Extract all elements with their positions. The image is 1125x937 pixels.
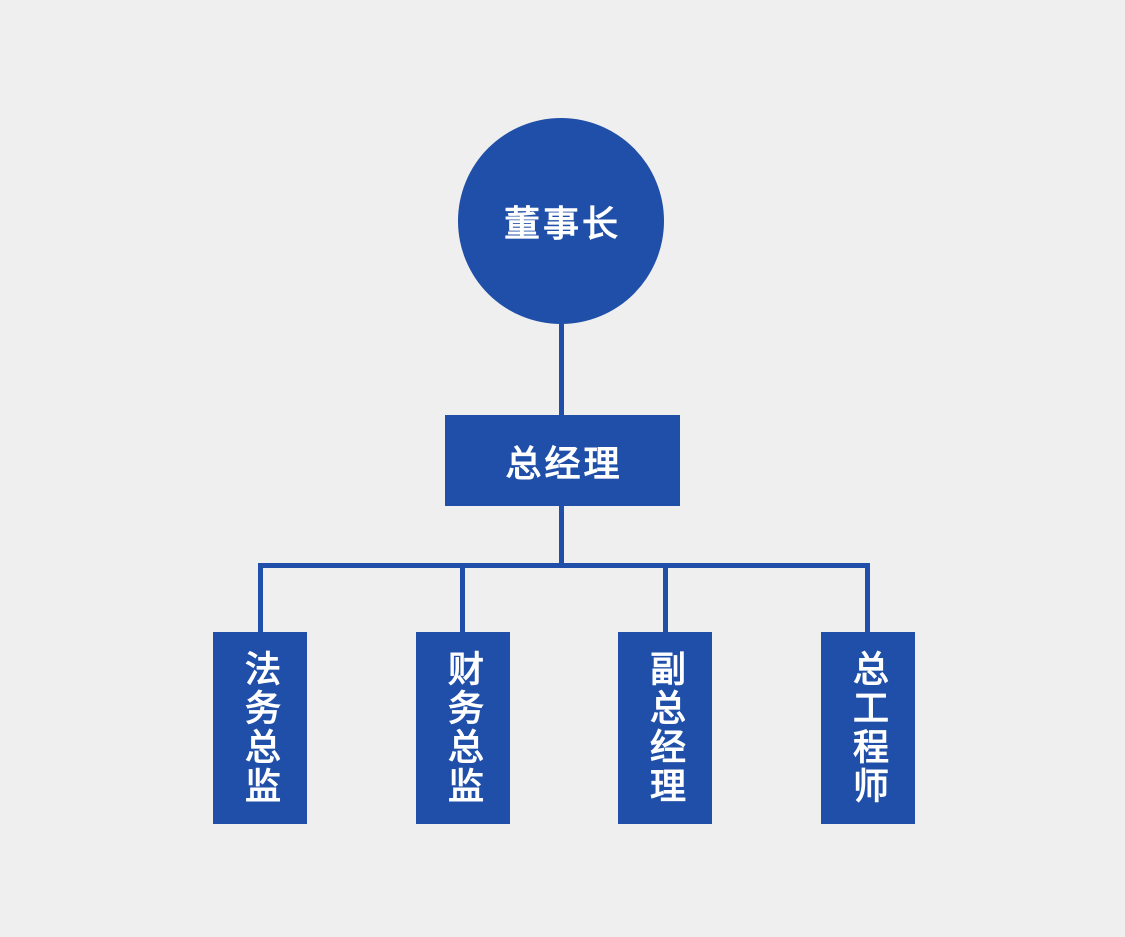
node-deputy-general-manager: 副总经理 (618, 632, 712, 824)
connector-chairman-to-manager (559, 324, 564, 416)
connector-drop-finance-director (460, 563, 465, 632)
node-general-manager: 总经理 (445, 415, 680, 506)
node-chief-engineer: 总工程师 (821, 632, 915, 824)
node-chairman: 董事长 (458, 118, 664, 324)
connector-manager-to-bus (559, 506, 564, 566)
connector-drop-legal-director (258, 563, 263, 632)
connector-horizontal-bus (258, 563, 870, 568)
node-legal-director: 法务总监 (213, 632, 307, 824)
node-finance-director: 财务总监 (416, 632, 510, 824)
connector-drop-chief-engineer (865, 563, 870, 632)
connector-drop-deputy-general-manager (663, 563, 668, 632)
